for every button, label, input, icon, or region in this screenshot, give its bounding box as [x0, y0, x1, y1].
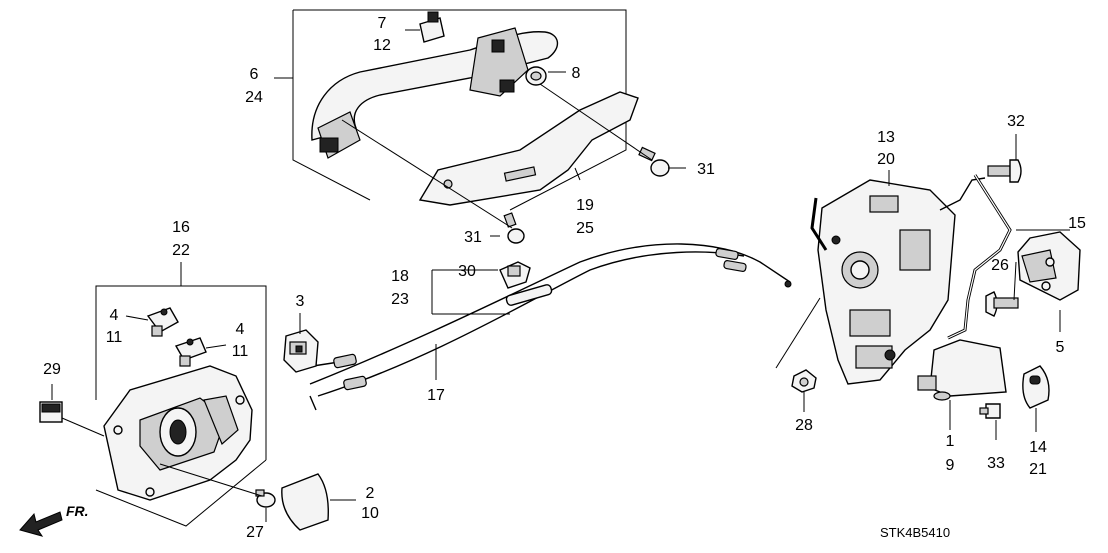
leader-lines-right — [775, 134, 1070, 440]
front-label: FR. — [66, 503, 89, 519]
label-32: 32 — [1007, 113, 1025, 130]
front-direction-arrow-icon — [19, 511, 63, 537]
label-25: 25 — [576, 220, 594, 237]
label-13: 13 — [877, 129, 895, 146]
clip-4-left — [146, 307, 179, 337]
label-23: 23 — [391, 291, 409, 308]
handle-protector-plate — [418, 91, 639, 206]
label-11-left: 11 — [106, 329, 123, 346]
label-24: 24 — [245, 89, 263, 106]
label-10: 10 — [361, 505, 379, 522]
label-5: 5 — [1056, 339, 1065, 356]
diagram-code: STK4B5410 — [880, 525, 950, 540]
label-16: 16 — [172, 219, 190, 236]
leader-lines-top — [341, 29, 686, 237]
inner-door-handle — [103, 365, 253, 501]
leader-lines-left — [51, 315, 356, 522]
label-20: 20 — [877, 151, 895, 168]
handle-clip — [419, 11, 445, 43]
label-11-right: 11 — [232, 343, 249, 360]
bolt-31-upper — [638, 146, 670, 177]
label-4-right: 4 — [236, 321, 245, 338]
label-2: 2 — [366, 485, 375, 502]
part-number-callouts: 7 12 6 24 8 31 19 25 31 13 20 32 15 26 5… — [43, 15, 1086, 541]
leader-lines-center — [299, 269, 510, 380]
cable-clip — [499, 261, 531, 289]
label-21: 21 — [1029, 461, 1047, 478]
lock-rod — [947, 174, 1012, 340]
label-31-upper: 31 — [697, 161, 715, 178]
label-8: 8 — [572, 65, 581, 82]
lock-cables — [299, 243, 792, 411]
screw-32 — [987, 159, 1022, 183]
screw-33 — [979, 403, 1001, 419]
label-7: 7 — [378, 15, 387, 32]
latch-cover — [1022, 365, 1050, 409]
screw-26 — [985, 291, 1019, 317]
label-14: 14 — [1029, 439, 1047, 456]
screw-27 — [255, 489, 276, 508]
label-31-lower: 31 — [464, 229, 482, 246]
nut-28 — [791, 369, 817, 393]
outer-door-handle — [311, 27, 559, 159]
label-3: 3 — [296, 293, 305, 310]
label-30: 30 — [458, 263, 476, 280]
clip-29 — [39, 401, 63, 423]
label-18: 18 — [391, 268, 409, 285]
cable-holder — [283, 329, 319, 373]
clip-4-right — [174, 337, 207, 367]
outer-handle-group-bracket — [274, 9, 627, 211]
handle-cap — [281, 473, 329, 531]
label-28: 28 — [795, 417, 813, 434]
label-1: 1 — [946, 433, 955, 450]
label-15: 15 — [1068, 215, 1086, 232]
lock-cover — [917, 339, 1007, 401]
label-19: 19 — [576, 197, 594, 214]
bolt-31-lower — [503, 212, 525, 244]
label-26: 26 — [991, 257, 1009, 274]
label-22: 22 — [172, 242, 190, 259]
label-9: 9 — [946, 457, 955, 474]
label-29: 29 — [43, 361, 61, 378]
inner-handle-group-bracket — [95, 262, 267, 527]
label-27: 27 — [246, 524, 264, 541]
label-12: 12 — [373, 37, 391, 54]
label-33: 33 — [987, 455, 1005, 472]
label-17: 17 — [427, 387, 445, 404]
grommet — [525, 66, 547, 86]
door-striker — [1017, 231, 1081, 301]
label-4-left: 4 — [110, 307, 119, 324]
label-6: 6 — [250, 66, 259, 83]
door-lock-assembly — [810, 177, 986, 385]
